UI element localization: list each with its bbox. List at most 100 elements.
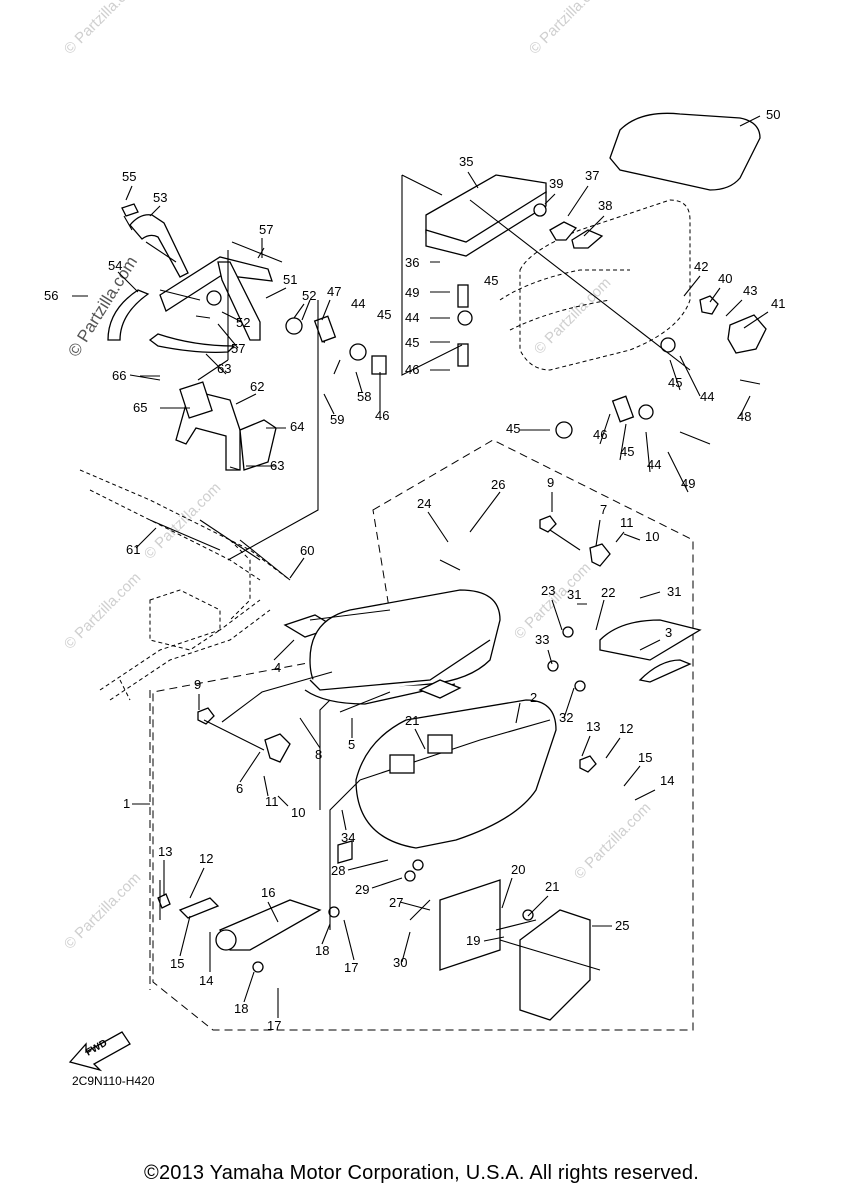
callout: 18	[315, 943, 329, 958]
callout: 35	[459, 154, 473, 169]
callout: 11	[620, 515, 634, 530]
callout: 7	[600, 502, 607, 517]
callout: 54	[108, 258, 122, 273]
callout-labels: 1 2 3 4 5 6 7 8 9 9 10 10 11 11 12 12 13…	[44, 107, 785, 1033]
callout: 51	[283, 272, 297, 287]
top-case-group	[401, 112, 767, 445]
callout: 24	[417, 496, 431, 511]
callout: 57	[231, 341, 245, 356]
callout: 60	[300, 543, 314, 558]
callout: 39	[549, 176, 563, 191]
callout: 65	[133, 400, 147, 415]
callout: 17	[267, 1018, 281, 1033]
callout: 46	[405, 362, 419, 377]
watermark-text: © Partzilla.com	[61, 0, 144, 58]
callout: 6	[236, 781, 243, 796]
callout: 37	[585, 168, 599, 183]
callout: 14	[660, 773, 674, 788]
callout: 45	[620, 444, 634, 459]
callout: 63	[217, 361, 231, 376]
callout: 28	[331, 863, 345, 878]
callout: 63	[270, 458, 284, 473]
callout: 44	[405, 310, 419, 325]
callout: 3	[665, 625, 672, 640]
callout: 12	[199, 851, 213, 866]
callout: 13	[158, 844, 172, 859]
callout: 36	[405, 255, 419, 270]
callout: 15	[638, 750, 652, 765]
leader-lines	[72, 115, 769, 1018]
callout: 58	[357, 389, 371, 404]
callout: 15	[170, 956, 184, 971]
callout: 34	[341, 830, 355, 845]
diagram-code: 2C9N110-H420	[72, 1074, 155, 1088]
callout: 17	[344, 960, 358, 975]
callout: 56	[44, 288, 58, 303]
callout: 49	[681, 476, 695, 491]
watermark-text: © Partzilla.com	[571, 799, 654, 882]
callout: 47	[327, 284, 341, 299]
callout: 2	[530, 690, 537, 705]
callout: 43	[743, 283, 757, 298]
callout: 4	[274, 660, 281, 675]
callout: 53	[153, 190, 167, 205]
watermark-text: © Partzilla.com	[61, 869, 144, 952]
side-case-group	[149, 439, 702, 1031]
callout: 48	[737, 409, 751, 424]
callout: 1	[123, 796, 130, 811]
callout: 40	[718, 271, 732, 286]
callout: 20	[511, 862, 525, 877]
callout: 45	[506, 421, 520, 436]
callout: 26	[491, 477, 505, 492]
callout: 29	[355, 882, 369, 897]
fwd-arrow-icon: FWD	[68, 1031, 131, 1072]
callout: 44	[351, 296, 365, 311]
callout: 12	[619, 721, 633, 736]
callout: 42	[694, 259, 708, 274]
callout: 64	[290, 419, 304, 434]
copyright-text: ©2013 Yamaha Motor Corporation, U.S.A. A…	[144, 1162, 699, 1184]
callout: 8	[315, 747, 322, 762]
callout: 9	[194, 677, 201, 692]
callout: 44	[647, 457, 661, 472]
callout: 10	[645, 529, 659, 544]
callout: 45	[405, 335, 419, 350]
callout: 44	[700, 389, 714, 404]
callout: 46	[375, 408, 389, 423]
callout: 33	[535, 632, 549, 647]
callout: 14	[199, 973, 213, 988]
callout: 27	[389, 895, 403, 910]
saddlebag-stay-group	[107, 203, 387, 561]
callout: 50	[766, 107, 780, 122]
callout: 13	[586, 719, 600, 734]
frame-outline	[79, 469, 291, 701]
callout: 16	[261, 885, 275, 900]
callout: 66	[112, 368, 126, 383]
callout: 45	[377, 307, 391, 322]
callout: 38	[598, 198, 612, 213]
callout: 57	[259, 222, 273, 237]
callout: 11	[265, 794, 279, 809]
callout: 19	[466, 933, 480, 948]
callout: 22	[601, 585, 615, 600]
callout: 10	[291, 805, 305, 820]
callout: 25	[615, 918, 629, 933]
callout: 5	[348, 737, 355, 752]
callout: 62	[250, 379, 264, 394]
callout: 23	[541, 583, 555, 598]
callout: 18	[234, 1001, 248, 1016]
callout: 21	[405, 713, 419, 728]
callout: 30	[393, 955, 407, 970]
callout: 59	[330, 412, 344, 427]
callout: 55	[122, 169, 136, 184]
callout: 32	[559, 710, 573, 725]
callout: 52	[302, 288, 316, 303]
callout: 31	[567, 587, 581, 602]
callout: 9	[547, 475, 554, 490]
callout: 61	[126, 542, 140, 557]
callout: 31	[667, 584, 681, 599]
callout: 52	[236, 315, 250, 330]
callout: 21	[545, 879, 559, 894]
watermark-text: © Partzilla.com	[61, 569, 144, 652]
